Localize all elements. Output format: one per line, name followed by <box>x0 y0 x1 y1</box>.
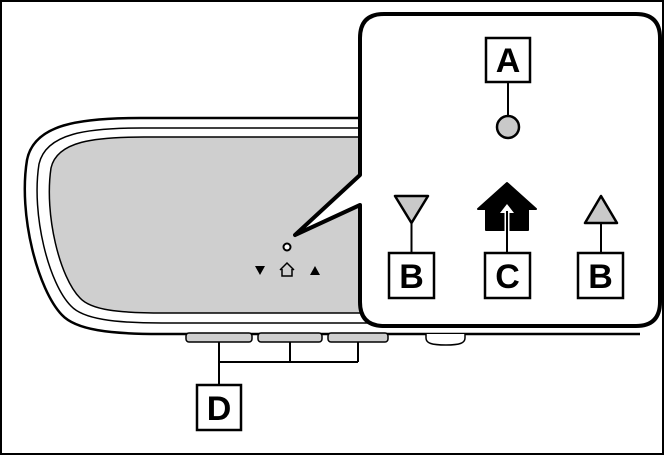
callout-box-a <box>484 36 532 84</box>
home-icon-arrow <box>500 204 514 213</box>
small-indicator-light-icon <box>282 242 292 252</box>
small-home-icon <box>279 261 295 277</box>
callout-box-b-left <box>387 251 436 300</box>
callout-b-right-label: B <box>588 258 613 296</box>
mirror-glass-icons <box>255 242 320 277</box>
callout-box-b-right <box>576 251 625 300</box>
mirror-housing-inner-rim <box>36 127 640 324</box>
callout-b-right-group: B <box>576 194 625 300</box>
callout-b-left-label: B <box>399 258 424 296</box>
small-triangle-down-icon <box>255 266 265 275</box>
callout-box-c <box>483 251 532 300</box>
small-triangle-up-icon <box>310 266 320 275</box>
callout-d-label: D <box>207 390 232 428</box>
callout-box-d <box>195 383 243 432</box>
callout-a-group: A <box>484 36 532 140</box>
callout-d-group: D <box>195 342 359 432</box>
triangle-down-icon[interactable] <box>393 194 430 225</box>
mirror-bottom-button-left[interactable] <box>185 332 253 343</box>
callout-a-label: A <box>496 42 521 80</box>
callout-b-left-group: B <box>387 194 436 300</box>
mirror-bottom-button-middle[interactable] <box>257 332 323 343</box>
magnified-callout-bubble <box>293 12 662 328</box>
callout-c-label: C <box>495 258 520 296</box>
mirror-mount <box>425 334 466 346</box>
mirror-bottom-button-right[interactable] <box>327 332 389 343</box>
indicator-light-icon <box>495 114 521 140</box>
callout-c-group: C <box>477 182 537 300</box>
